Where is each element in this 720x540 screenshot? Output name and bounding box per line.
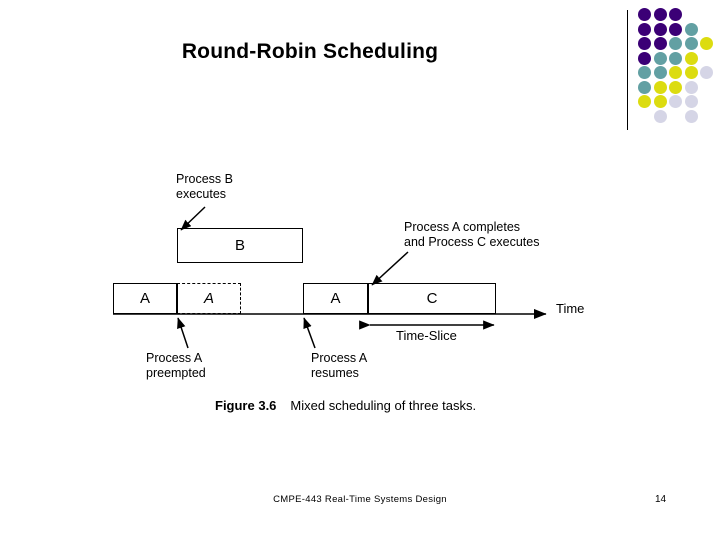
leader-a-preempted	[177, 317, 189, 349]
figure-caption-number: Figure 3.6	[215, 398, 277, 413]
footer-page-number: 14	[655, 494, 667, 505]
process-box-a3: A	[303, 283, 368, 314]
decor-dot	[669, 8, 682, 21]
decor-dot	[684, 51, 698, 65]
decor-dot	[638, 22, 651, 36]
annotation-process-a-resumes: Process A resumes	[311, 351, 368, 380]
vertical-divider-line	[627, 10, 628, 130]
process-box-a1: A	[113, 283, 177, 314]
process-box-c: C	[368, 283, 496, 314]
decor-dot	[669, 37, 682, 50]
decor-dot	[638, 51, 651, 65]
decor-dot	[684, 22, 698, 36]
decor-dot	[653, 80, 667, 94]
annotation-process-a-preempted: Process A preempted	[146, 351, 206, 380]
decor-dot	[684, 109, 698, 123]
decor-dot	[684, 66, 698, 79]
decor-dot	[638, 80, 651, 94]
leader-b-executes	[180, 206, 206, 231]
decor-dot	[653, 8, 667, 21]
process-box-a2-label: A	[203, 290, 214, 307]
decor-dot	[653, 37, 667, 50]
decor-dot	[638, 8, 651, 21]
page-title: Round-Robin Scheduling	[181, 40, 439, 63]
decor-dot	[638, 37, 651, 50]
decor-dot	[684, 95, 698, 108]
figure-caption: Figure 3.6 Mixed scheduling of three task…	[215, 398, 476, 413]
decor-dot	[653, 95, 667, 108]
process-box-b-label: B	[234, 237, 245, 254]
dot-grid-decoration	[638, 8, 718, 123]
decor-dot	[700, 37, 713, 50]
decor-dot	[669, 80, 682, 94]
footer-course-label: CMPE-443 Real-Time Systems Design	[273, 494, 447, 505]
decor-dot	[684, 80, 698, 94]
decor-dot	[669, 66, 682, 79]
leader-a-resumes	[303, 317, 316, 349]
leader-a-completes	[371, 251, 409, 286]
process-box-a1-label: A	[139, 290, 150, 307]
decor-dot	[669, 22, 682, 36]
decor-dot	[653, 22, 667, 36]
process-box-a2-preempted: A	[177, 283, 241, 314]
decor-dot	[700, 66, 713, 79]
decor-dot	[638, 95, 651, 108]
decor-dot	[669, 51, 682, 65]
time-axis-label: Time	[556, 301, 585, 316]
decor-dot	[653, 109, 667, 123]
process-box-c-label: C	[426, 290, 438, 307]
decor-dot	[684, 37, 698, 50]
decor-dot	[653, 66, 667, 79]
decor-dot	[638, 66, 651, 79]
figure-caption-text: Mixed scheduling of three tasks.	[290, 398, 477, 413]
process-box-b: B	[177, 228, 303, 263]
time-slice-label: Time-Slice	[396, 328, 457, 343]
annotation-process-a-completes: Process A completes and Process C execut…	[404, 220, 540, 249]
decor-dot	[653, 51, 667, 65]
decor-dot	[669, 95, 682, 108]
annotation-process-b-executes: Process B executes	[176, 172, 233, 201]
process-box-a3-label: A	[330, 290, 341, 307]
